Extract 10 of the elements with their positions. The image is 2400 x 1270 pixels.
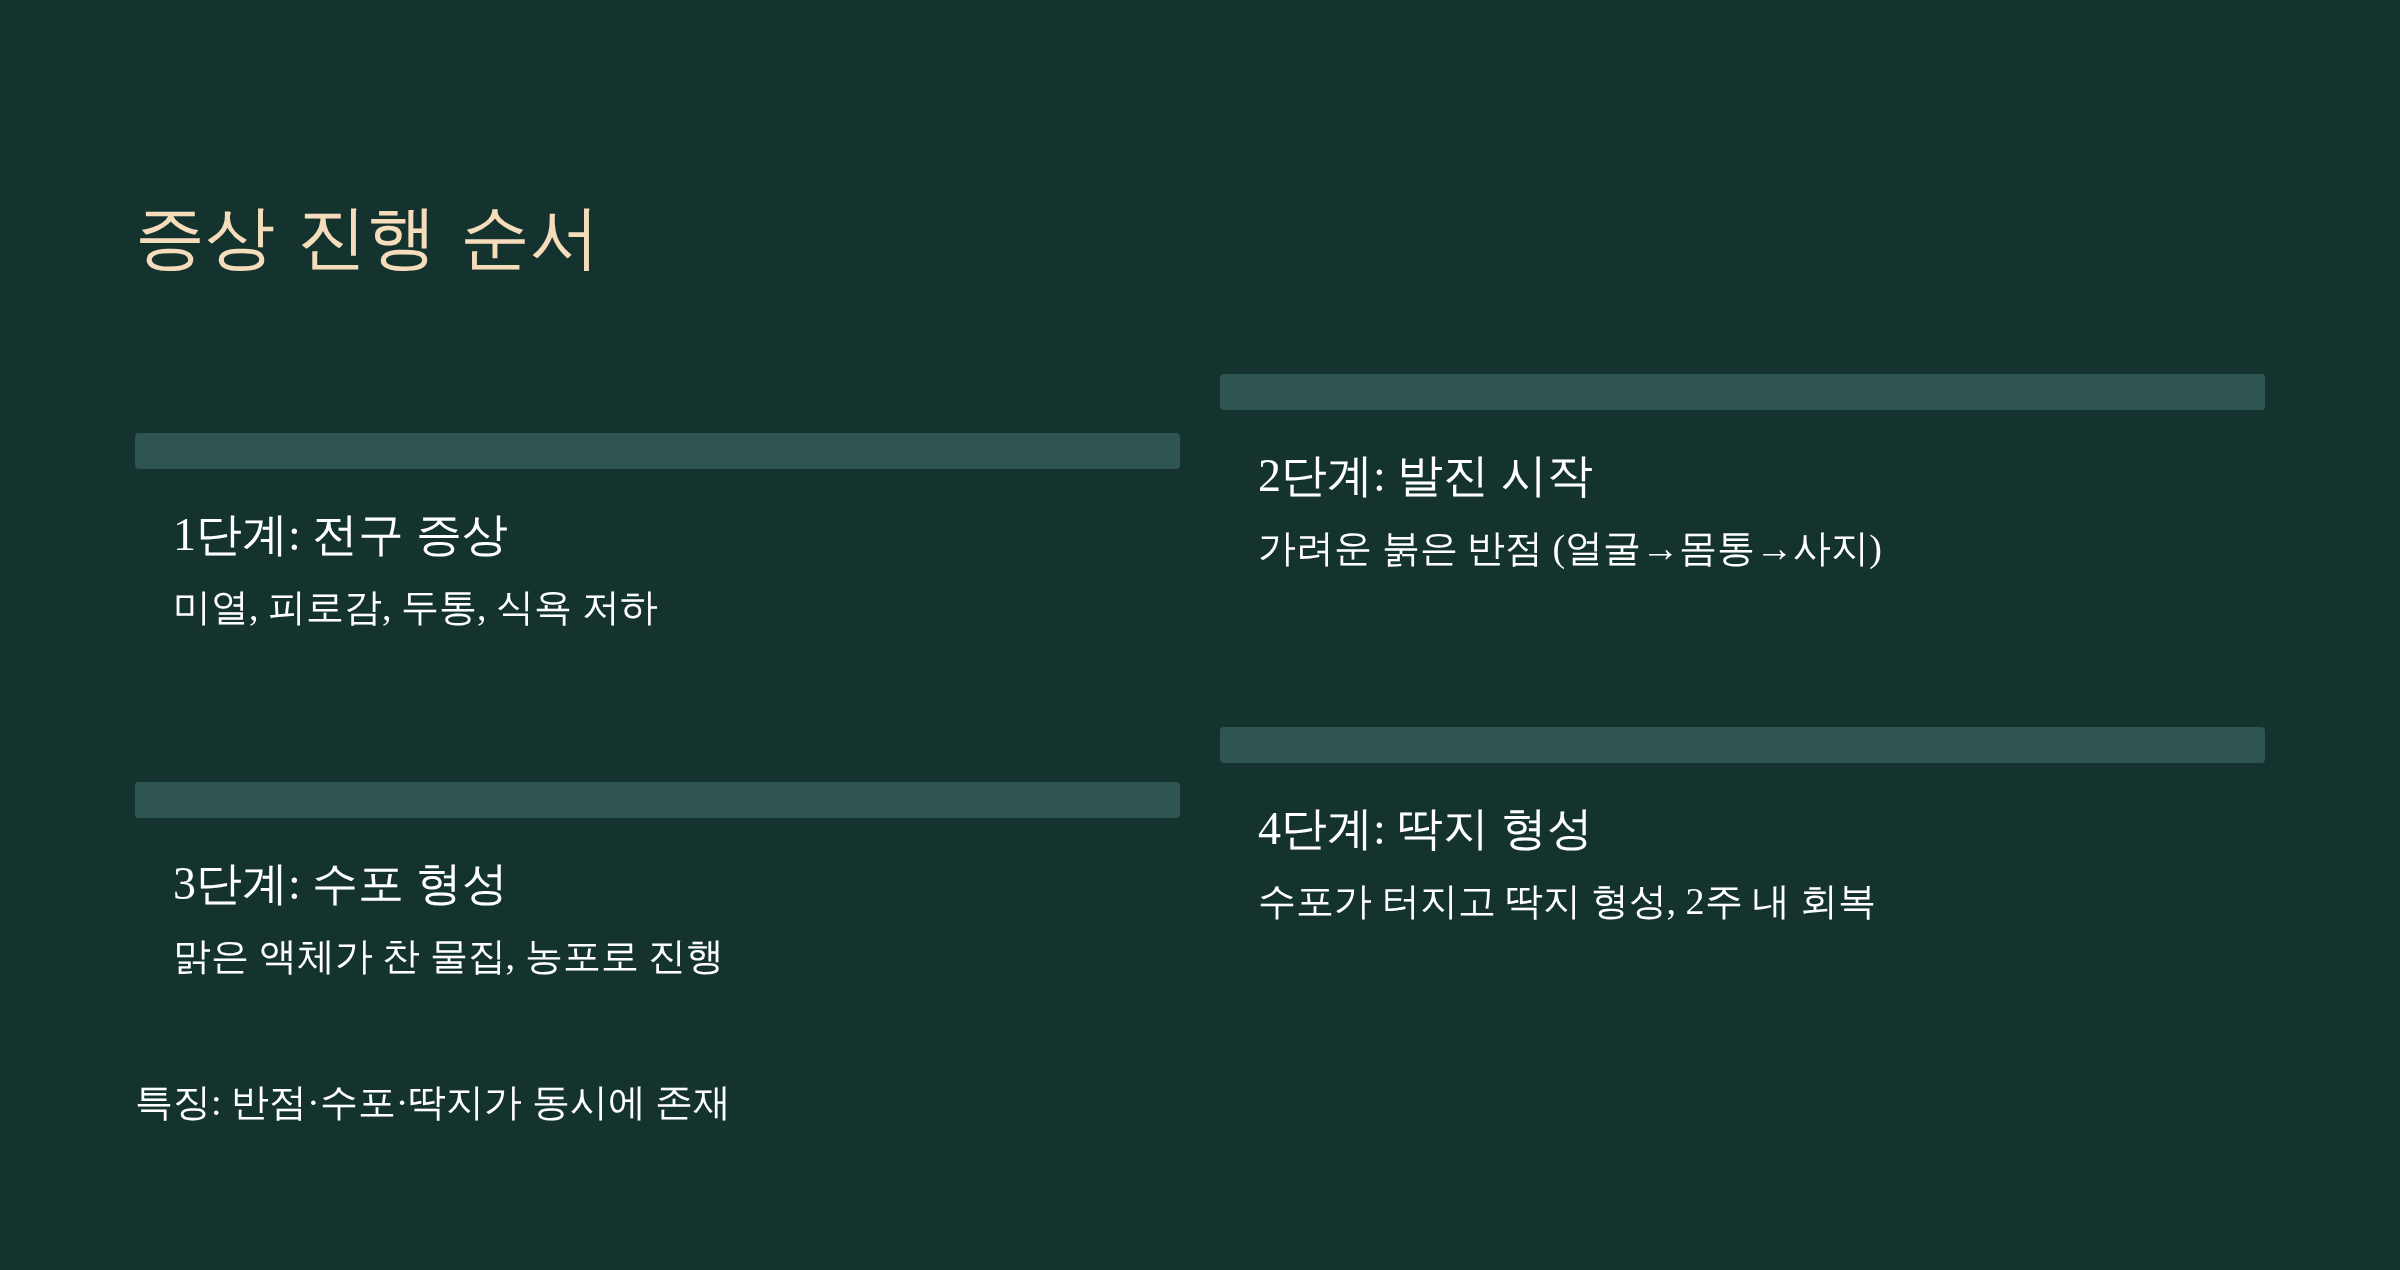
step-description: 미열, 피로감, 두통, 식욕 저하 (173, 584, 659, 630)
step-heading: 1단계: 전구 증상 (173, 508, 509, 562)
note-text: 특징: 반점·수포·딱지가 동시에 존재 (135, 1080, 732, 1125)
step-description: 맑은 액체가 찬 물집, 농포로 진행 (173, 933, 725, 979)
step-description: 수포가 터지고 딱지 형성, 2주 내 회복 (1258, 878, 1877, 924)
step-heading: 4단계: 딱지 형성 (1258, 802, 1594, 856)
slide-title: 증상 진행 순서 (135, 195, 600, 279)
step-heading: 3단계: 수포 형성 (173, 857, 509, 911)
step-description: 가려운 붉은 반점 (얼굴→몸통→사지) (1258, 525, 1883, 571)
step-heading: 2단계: 발진 시작 (1258, 449, 1594, 503)
